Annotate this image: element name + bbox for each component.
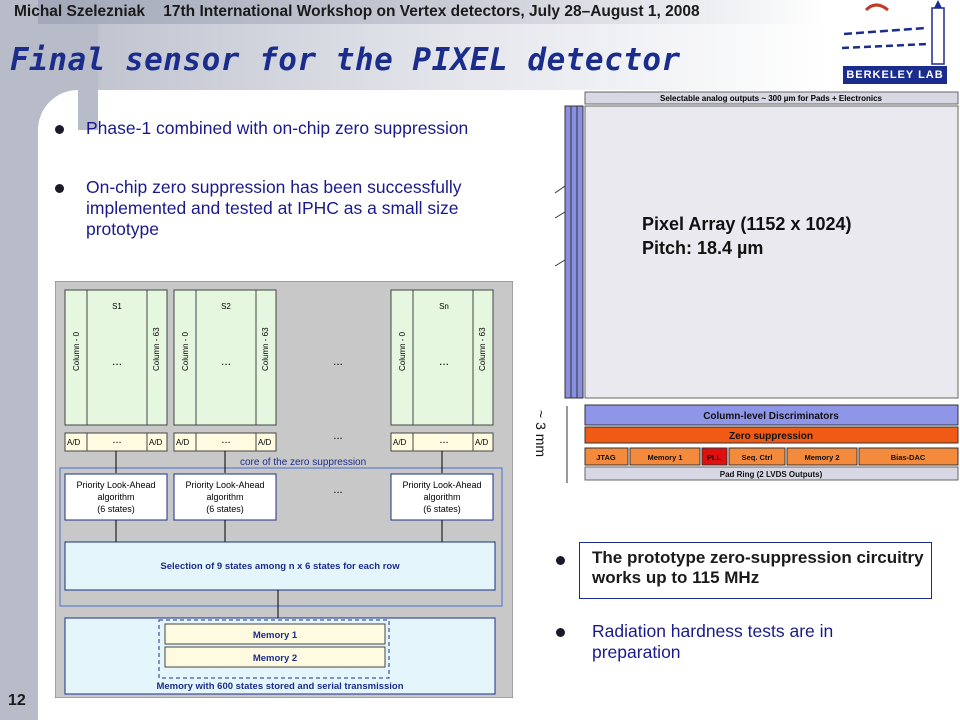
slide-title: Final sensor for the PIXEL detector [10,42,681,78]
block-label: Memory 1 [647,453,682,462]
section-s1: S1 ... Column - 0 Column - 63 [64,289,168,426]
memory-caption: Memory with 600 states stored and serial… [156,681,403,692]
column-0-label: Column - 0 [398,331,407,371]
prototype-speed-text: The prototype zero-suppression circuitry… [592,548,924,587]
column-0-label: Column - 0 [181,331,190,371]
selection-block [64,541,496,591]
column-63-label: Column - 63 [478,327,487,371]
bullet-dot [55,125,64,134]
logo-label: BERKELEY LAB [843,66,947,84]
discriminators-bar [584,404,959,426]
berkeley-lab-logo [836,0,960,90]
radiation-bullet: Radiation hardness tests are in preparat… [556,621,916,663]
ellipsis: ... [112,354,122,368]
header-bar [0,0,830,24]
pla-line: Priority Look-Ahead [402,480,481,490]
pla-blocks: Priority Look-Ahead algorithm (6 states)… [64,473,494,521]
pla-line: (6 states) [423,504,461,514]
chip-layout-diagram: Selectable analog outputs ~ 300 µm for P… [533,91,959,483]
adc-label: A/D [67,438,81,447]
title-band [0,24,830,90]
core-label: core of the zero suppression [240,457,366,468]
ellipsis: ... [333,354,343,368]
pla-line: Priority Look-Ahead [76,480,155,490]
ellipsis: ... [221,354,231,368]
pitch-label: Pitch: 18.4 µm [642,238,763,258]
adc-row: A/D A/D ... A/D A/D ... ... A/D A/D ... [64,430,494,452]
pad-ring-label: Pad Ring (2 LVDS Outputs) [720,470,823,479]
analog-outputs-label: Selectable analog outputs ~ 300 µm for P… [660,94,883,103]
pla-line: Priority Look-Ahead [185,480,264,490]
bullet-dot [556,556,565,565]
pixel-array-label: Pixel Array (1152 x 1024) [642,214,852,234]
block-label: Bias-DAC [891,453,926,462]
pla-line: algorithm [97,492,134,502]
zero-suppression-block-diagram: S1 ... Column - 0 Column - 63 S2 ... Col… [55,281,513,698]
pla-line: (6 states) [97,504,135,514]
bullet-item: On-chip zero suppression has been succes… [50,177,490,240]
ellipsis: ... [221,434,230,446]
section-sn: Sn ... Column - 0 Column - 63 [390,289,494,426]
pla-line: algorithm [206,492,243,502]
zero-suppression-label: Zero suppression [729,431,813,442]
block-label: Seq. Ctrl [742,453,773,462]
memory2-label: Memory 2 [253,653,297,664]
adc-label: A/D [475,438,489,447]
selection-label: Selection of 9 states among n x 6 states… [160,561,400,572]
dimension-label: ~ 3 mm [533,410,549,457]
peripheral-blocks: JTAG Memory 1 PLL Seq. Ctrl Memory 2 Bia… [584,447,959,466]
bullet-dot [55,184,64,193]
prototype-speed-note: The prototype zero-suppression circuitry… [579,542,932,599]
block-label: PLL [707,453,722,462]
ellipsis: ... [333,430,342,442]
section-label-sn: Sn [439,302,449,311]
bullet-text: On-chip zero suppression has been succes… [86,177,462,239]
adc-label: A/D [176,438,190,447]
bullet-dot [556,628,565,637]
section-label-s1: S1 [112,302,122,311]
block-label: JTAG [596,453,616,462]
ellipsis: ... [112,434,121,446]
bullet-item: Phase-1 combined with on-chip zero suppr… [50,118,490,139]
page-number: 12 [8,692,26,709]
pla-line: (6 states) [206,504,244,514]
column-63-label: Column - 63 [152,327,161,371]
column-0-label: Column - 0 [72,331,81,371]
ellipsis: ... [333,484,342,496]
bullet-text: Phase-1 combined with on-chip zero suppr… [86,118,469,138]
adc-label: A/D [258,438,272,447]
left-bullet-list: Phase-1 combined with on-chip zero suppr… [50,118,490,278]
logo-graphic [841,0,945,65]
adc-label: A/D [149,438,163,447]
block-label: Memory 2 [804,453,839,462]
zero-suppression-bar [584,426,959,444]
column-63-label: Column - 63 [261,327,270,371]
event-name: 17th International Workshop on Vertex de… [163,3,700,20]
discriminators-label: Column-level Discriminators [703,411,839,422]
section-s2: S2 ... Column - 0 Column - 63 [173,289,277,426]
ellipsis: ... [439,354,449,368]
header-text: Michal Szelezniak 17th International Wor… [14,3,714,21]
adc-label: A/D [393,438,407,447]
pla-line: algorithm [423,492,460,502]
author-name: Michal Szelezniak [14,3,145,20]
section-label-s2: S2 [221,302,231,311]
memory1-label: Memory 1 [253,630,298,641]
ellipsis: ... [439,434,448,446]
left-sidebar [0,0,38,720]
radiation-text: Radiation hardness tests are in preparat… [592,621,834,662]
